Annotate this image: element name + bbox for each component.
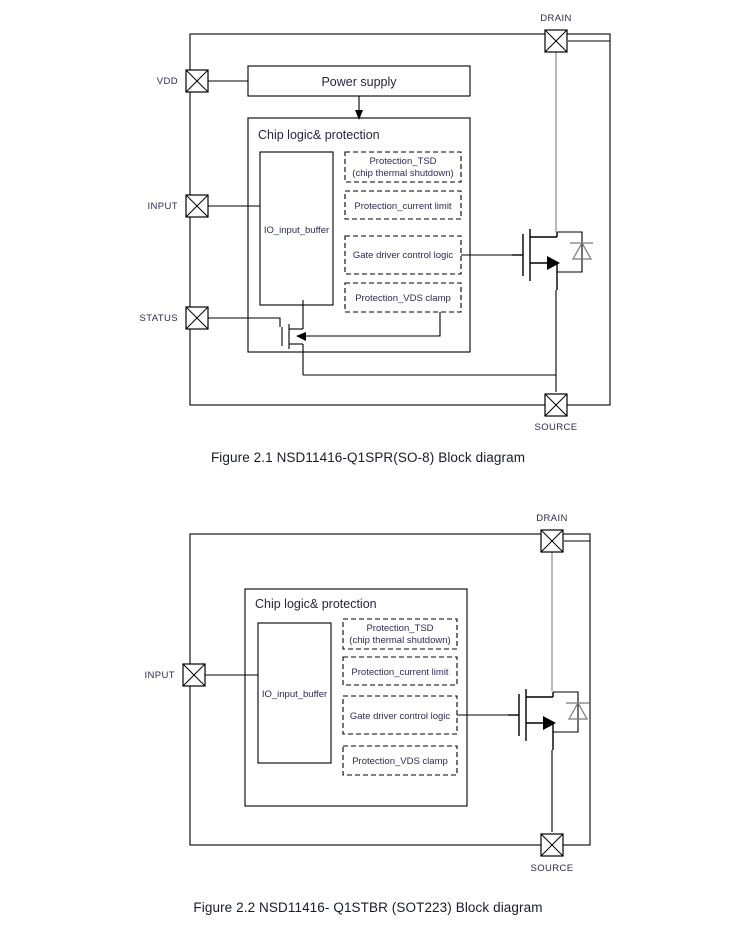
pin-label-vdd: VDD bbox=[157, 76, 178, 87]
pin-vdd[interactable] bbox=[185, 69, 209, 93]
io-input-buffer-label-2: IO_input_buffer bbox=[262, 689, 327, 700]
pin-label-input-2: INPUT bbox=[145, 670, 176, 681]
protection-current-limit-label-2: Protection_current limit bbox=[351, 667, 449, 678]
io-input-buffer-block-2 bbox=[257, 622, 332, 764]
gate-driver-label-1: Gate driver control logic bbox=[353, 250, 454, 261]
gate-driver-block-1 bbox=[344, 235, 462, 275]
figure-2-caption: Figure 2.2 NSD11416- Q1STBR (SOT223) Blo… bbox=[193, 900, 543, 915]
protection-current-limit-block-2 bbox=[342, 656, 458, 686]
chip-logic-label-2: Chip logic& protection bbox=[255, 597, 377, 611]
mosfet-body-diode-path-1 bbox=[557, 231, 583, 273]
protection-vds-block-1 bbox=[344, 282, 462, 313]
pin-label-source-2: SOURCE bbox=[530, 863, 573, 874]
pin-source-1[interactable] bbox=[544, 393, 568, 417]
protection-tsd-label-line2-1: (chip thermal shutdown) bbox=[352, 168, 453, 179]
mosfet-source-arrow-1 bbox=[547, 256, 560, 270]
protection-tsd-label-line1-2: Protection_TSD bbox=[366, 623, 433, 634]
protection-tsd-label-line1-1: Protection_TSD bbox=[369, 156, 436, 167]
power-supply-block bbox=[247, 65, 471, 97]
protection-vds-block-2 bbox=[342, 745, 458, 776]
pin-drain-1[interactable] bbox=[544, 29, 568, 53]
arrowhead-power-to-chiplogic bbox=[355, 110, 363, 120]
chip-logic-block-1 bbox=[247, 117, 471, 353]
io-input-buffer-label-1: IO_input_buffer bbox=[264, 225, 329, 236]
protection-tsd-label-line2-2: (chip thermal shutdown) bbox=[349, 635, 450, 646]
pin-label-source-1: SOURCE bbox=[534, 422, 577, 433]
pin-label-drain-2: DRAIN bbox=[536, 513, 568, 524]
wire-status-to-transistor bbox=[204, 317, 281, 327]
figure-1-svg: Power supply Chip logic& protection IO_i… bbox=[140, 13, 611, 433]
pin-status[interactable] bbox=[185, 306, 209, 330]
pin-label-drain-1: DRAIN bbox=[540, 13, 572, 24]
figure-2-svg: Chip logic& protection IO_input_buffer P… bbox=[145, 513, 591, 874]
figure-1-caption: Figure 2.1 NSD11416-Q1SPR(SO-8) Block di… bbox=[210, 450, 526, 465]
pin-source-2[interactable] bbox=[540, 833, 564, 857]
protection-tsd-block-2 bbox=[342, 618, 458, 650]
pin-drain-2[interactable] bbox=[540, 529, 564, 553]
wire-vds-clamp-to-status-fet bbox=[303, 312, 441, 337]
body-diode-triangle-2 bbox=[567, 701, 589, 720]
chip-logic-block-2 bbox=[244, 588, 468, 807]
body-diode-triangle-1 bbox=[571, 241, 593, 260]
protection-vds-label-2: Protection_VDS clamp bbox=[352, 756, 448, 767]
io-input-buffer-block-1 bbox=[259, 151, 334, 306]
pin-input-2[interactable] bbox=[182, 663, 206, 687]
protection-vds-label-1: Protection_VDS clamp bbox=[355, 293, 451, 304]
protection-tsd-block-1 bbox=[344, 151, 462, 183]
package-boundary-2 bbox=[189, 533, 591, 846]
protection-current-limit-label-1: Protection_current limit bbox=[354, 201, 452, 212]
status-fet-arrow bbox=[296, 332, 306, 341]
figure-2-block-diagram: Chip logic& protection IO_input_buffer P… bbox=[0, 495, 736, 930]
mosfet-source-arrow-2 bbox=[543, 716, 556, 730]
pin-input-1[interactable] bbox=[185, 194, 209, 218]
chip-logic-label-1: Chip logic& protection bbox=[258, 128, 380, 142]
pin-label-status: STATUS bbox=[140, 313, 178, 324]
pin-label-input-1: INPUT bbox=[148, 201, 179, 212]
power-supply-label: Power supply bbox=[321, 75, 397, 89]
mosfet-body-diode-path-2 bbox=[553, 691, 579, 733]
figure-1-block-diagram: Power supply Chip logic& protection IO_i… bbox=[140, 13, 611, 465]
protection-current-limit-block-1 bbox=[344, 190, 462, 220]
gate-driver-label-2: Gate driver control logic bbox=[350, 711, 451, 722]
